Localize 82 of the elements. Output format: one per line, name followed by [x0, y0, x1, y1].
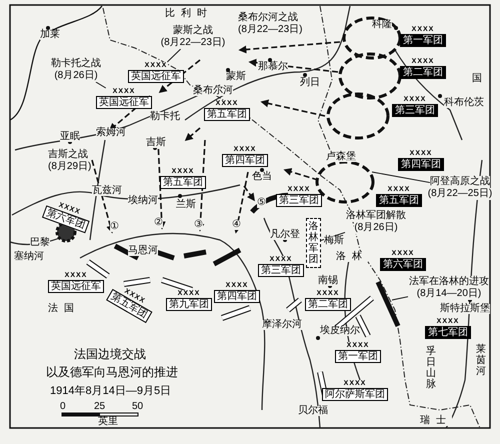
- leader-line: [166, 48, 182, 62]
- region-name: 卢森堡: [326, 152, 356, 162]
- battle-date: (8月26日): [354, 222, 398, 234]
- place-name: 加莱: [40, 30, 60, 40]
- army-label: 第五军团: [160, 176, 206, 189]
- battle-name: 桑布尔河之战: [238, 13, 298, 23]
- army-label: 第九军团: [166, 298, 212, 311]
- battle-name: 法军在洛林的进攻: [409, 276, 489, 288]
- callout-number: ①: [110, 222, 119, 232]
- river-name: 莱茵河: [476, 344, 486, 377]
- place-name: 勒卡托: [150, 112, 180, 122]
- place-name: 那慕尔: [258, 62, 288, 72]
- leader-line: [392, 296, 408, 300]
- army-label: 第五军团: [376, 194, 422, 207]
- place-name: 贝尔福: [298, 406, 328, 416]
- battle-date: (8月22—23日): [160, 37, 226, 49]
- place-name: 科隆: [372, 20, 392, 30]
- battle-name: 勒卡托之战: [51, 58, 101, 70]
- place-name: 亚眠: [60, 132, 80, 142]
- army-label: 英国远征军: [48, 280, 104, 293]
- battle-name: 吉斯之战: [48, 150, 88, 160]
- date-range: 1914年8月14日—9月5日: [50, 386, 172, 397]
- river-name: 摩泽尔河: [262, 320, 302, 330]
- river-name: 索姆河: [96, 128, 126, 138]
- map-title: 法国边境交战: [74, 348, 146, 360]
- army-label: 第四军团: [398, 158, 444, 171]
- callout-number: ③: [194, 220, 203, 230]
- leader-line: [95, 82, 106, 88]
- scale-number: 0: [60, 402, 66, 412]
- army-label: 第一军团: [335, 350, 381, 363]
- place-name: 蒙斯: [226, 72, 246, 82]
- scale-number: 25: [94, 402, 106, 412]
- place-name: 科布伦茨: [444, 98, 484, 108]
- army-label: 第三军团: [392, 104, 438, 117]
- leader-line: [372, 172, 430, 183]
- place-name: 兰斯: [176, 200, 196, 210]
- army-label: 第三军团: [258, 264, 304, 277]
- army-label: 第七军团: [425, 326, 471, 339]
- battle-date: (8月22—25日): [428, 188, 492, 200]
- place-name: 南锡: [318, 276, 338, 286]
- scale-number: 50: [132, 402, 144, 412]
- army-label: 第一军团: [400, 34, 446, 47]
- battle-name: 蒙斯之战: [173, 25, 213, 37]
- place-name: 凡尔登: [270, 230, 300, 240]
- map-title: 以及德军向马恩河的推进: [46, 366, 178, 378]
- place-name: 列日: [300, 78, 320, 88]
- battle-date: (8月14—20日): [416, 288, 482, 300]
- army-label: 阿尔萨斯军团: [322, 388, 388, 401]
- region-name: 瑞士: [420, 416, 452, 426]
- battle-name: 阿登高原之战: [430, 176, 490, 188]
- river-name: 埃纳河: [128, 196, 158, 206]
- army-label: 洛林军团: [306, 218, 321, 268]
- scale-unit: 英里: [98, 417, 118, 427]
- place-name: 吉斯: [146, 138, 166, 148]
- callout-number: ④: [232, 220, 241, 230]
- river-name: 马恩河: [128, 246, 158, 256]
- place-name: 色当: [252, 172, 272, 182]
- place-name: 梅斯: [324, 236, 344, 246]
- river-name: 塞纳河: [14, 252, 44, 262]
- army-label: 第二军团: [400, 66, 446, 79]
- battle-date: (8月22—23日): [238, 25, 302, 35]
- army-label: 英国远征军: [96, 96, 152, 109]
- region-name: 孚日山脉: [426, 346, 436, 390]
- callout-number: ⑤: [257, 198, 266, 208]
- battle-date: (8月26日): [54, 70, 98, 82]
- callout-number: ②: [154, 218, 163, 228]
- region-name: 洛林: [336, 252, 368, 262]
- army-label: 第五军团: [204, 108, 250, 121]
- place-name: 埃皮纳尔: [320, 326, 360, 336]
- place-name: 斯特拉斯堡: [440, 304, 490, 314]
- army-label: 第二军团: [305, 298, 351, 311]
- region-name: 国: [472, 74, 482, 84]
- army-label: 第六军团: [380, 258, 426, 271]
- army-label: 第三军团: [276, 194, 322, 207]
- battle-name: 洛林军团解散: [346, 210, 406, 222]
- army-label: 第四军团: [214, 290, 260, 303]
- army-label: 英国远征军: [128, 70, 184, 83]
- battle-date: (8月29日): [48, 162, 92, 172]
- river-name: 瓦兹河: [92, 186, 122, 196]
- river-name: 桑布尔河: [193, 86, 233, 96]
- place-name: 巴黎: [30, 238, 50, 248]
- army-label: 第四军团: [222, 154, 268, 167]
